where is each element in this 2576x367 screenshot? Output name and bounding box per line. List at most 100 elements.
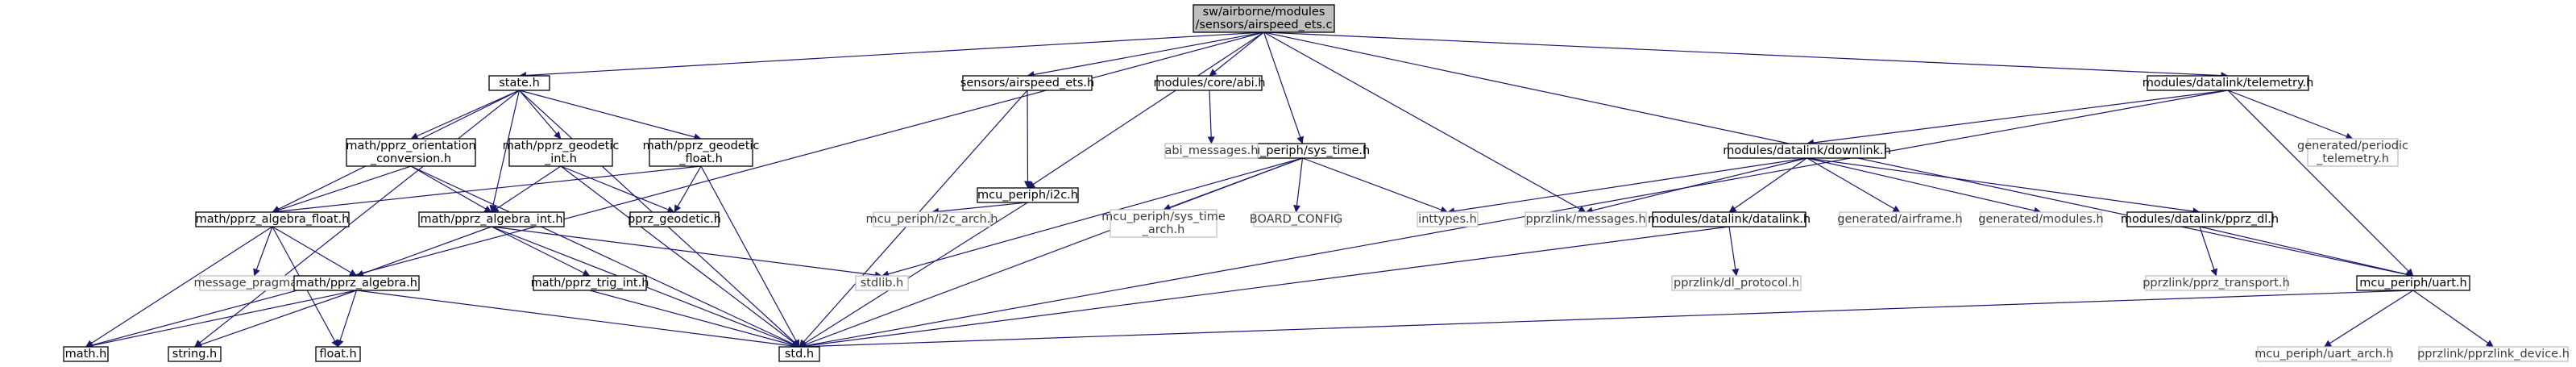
node-box (418, 211, 565, 227)
edge-modules-datalink-datalink-h-to-std-h (799, 226, 1730, 350)
node-label: float.h (319, 348, 356, 361)
node-label: math/pprz_orientation (346, 140, 475, 152)
node-std-h[interactable]: std.h (778, 346, 820, 362)
node-box (1671, 275, 1802, 291)
node-box (1980, 211, 2102, 227)
node-mcu-periph-sys-time-arch-h: mcu_periph/sys_time_arch.h (1101, 209, 1226, 238)
edge-math-pprz-algebra-h-to-float-h (336, 290, 358, 348)
node-modules-datalink-downlink-h[interactable]: modules/datalink/downlink.h (1723, 143, 1891, 159)
node-label: math/pprz_algebra.h (296, 277, 417, 290)
node-pprzlink-pprzlink-device-h: pprzlink/pprzlink_device.h (2417, 346, 2570, 362)
node-label: sensors/airspeed_ets.h (960, 77, 1094, 90)
edge-modules-datalink-datalink-h-to-pprzlink-dl-protocol-h (1728, 226, 1740, 277)
edge-state-h-to-math-pprz-orientation-conversion-h (410, 90, 520, 140)
edge-modules-datalink-telemetry-h-to-std-h (799, 90, 2229, 349)
node-box (168, 346, 222, 362)
node-math-pprz-trig-int-h[interactable]: math/pprz_trig_int.h (531, 275, 649, 291)
node-board-config: BOARD_CONFIG (1250, 211, 1343, 227)
edge-math-pprz-algebra-int-h-to-stdlib-h (491, 226, 882, 279)
node-label: pprzlink/pprz_transport.h (2143, 277, 2290, 290)
node-box (488, 75, 550, 91)
node-label: modules/datalink/telemetry.h (2143, 77, 2314, 90)
edge-math-pprz-geodetic-int-h-to-pprz-geodetic-h (560, 165, 675, 213)
node-label: /sensors/airspeed_ets.c (1195, 19, 1332, 31)
node-modules-datalink-telemetry-h[interactable]: modules/datalink/telemetry.h (2143, 75, 2314, 91)
node-label: stdlib.h (861, 277, 904, 290)
node-label: math.h (65, 348, 107, 361)
node-box (962, 75, 1093, 91)
node-modules-datalink-datalink-h[interactable]: modules/datalink/datalink.h (1648, 211, 1811, 227)
node-label: modules/core/abi.h (1154, 77, 1266, 90)
node-math-pprz-geodetic-int-h[interactable]: math/pprz_geodetic_int.h (503, 138, 620, 167)
node-mcu-periph-i2c-arch-h: mcu_periph/i2c_arch.h (866, 211, 998, 227)
node-box (2356, 275, 2470, 291)
node-label: mcu_periph/uart_arch.h (2255, 348, 2393, 361)
edge-state-h-to-math-pprz-geodetic-float-h (519, 90, 702, 141)
node-box (2147, 75, 2309, 91)
edge-root-to-modules-core-abi-h (1209, 31, 1264, 77)
edge-mcu-periph-sys-time-h-to-board-config (1293, 157, 1304, 213)
node-box (2126, 211, 2273, 227)
node-label: state.h (499, 77, 540, 90)
node-modules-datalink-pprz-dl-h[interactable]: modules/datalink/pprz_dl.h (2121, 211, 2279, 227)
node-mcu-periph-uart-h[interactable]: mcu_periph/uart.h (2356, 275, 2470, 291)
node-abi-messages-h: abi_messages.h (1164, 143, 1259, 159)
node-math-pprz-algebra-float-h[interactable]: math/pprz_algebra_float.h (195, 211, 350, 227)
node-label: BOARD_CONFIG (1250, 213, 1343, 226)
node-label: _int.h (544, 152, 577, 165)
node-box (1417, 211, 1479, 227)
edge-mcu-periph-sys-time-h-to-inttypes-h (1302, 157, 1448, 214)
node-math-h[interactable]: math.h (63, 346, 109, 362)
edge-math-pprz-geodetic-float-h-to-math-pprz-algebra-float-h (272, 165, 702, 215)
edge-mcu-periph-uart-h-to-std-h (799, 290, 2414, 351)
edge-mcu-periph-sys-time-h-to-stdlib-h (881, 157, 1303, 278)
edge-math-pprz-geodetic-int-h-to-std-h (560, 165, 800, 348)
node-label: math/pprz_algebra_int.h (420, 213, 562, 226)
node-box (346, 138, 476, 167)
edge-modules-datalink-downlink-h-to-generated-airframe-h (1807, 157, 1901, 213)
node-message-pragmas-h: message_pragmas.h (193, 275, 315, 291)
node-box (1253, 211, 1339, 227)
node-box (533, 275, 647, 291)
node-mcu-periph-i2c-h[interactable]: mcu_periph/i2c.h (977, 187, 1079, 203)
node-float-h[interactable]: float.h (315, 346, 361, 362)
node-pprz-geodetic-h[interactable]: pprz_geodetic.h (628, 211, 721, 227)
edge-mcu-periph-uart-h-to-mcu-periph-uart-arch-h (2324, 290, 2414, 348)
edge-modules-core-abi-h-to-abi-messages-h (1207, 90, 1215, 144)
node-math-pprz-geodetic-float-h[interactable]: math/pprz_geodetic_float.h (643, 138, 760, 167)
node-string-h[interactable]: string.h (168, 346, 222, 362)
node-modules-core-abi-h[interactable]: modules/core/abi.h (1154, 75, 1266, 91)
node-sensors-airspeed-ets-h[interactable]: sensors/airspeed_ets.h (960, 75, 1094, 91)
node-pprzlink-pprz-transport-h: pprzlink/pprz_transport.h (2143, 275, 2290, 291)
node-label: _conversion.h (370, 152, 451, 165)
edge-math-pprz-algebra-h-to-math-h (85, 290, 357, 349)
node-label: inttypes.h (1418, 213, 1477, 226)
node-label: pprzlink/dl_protocol.h (1674, 277, 1799, 290)
node-math-pprz-orientation-conversion-h[interactable]: math/pprz_orientation_conversion.h (346, 138, 476, 167)
node-mcu-periph-uart-arch-h: mcu_periph/uart_arch.h (2255, 346, 2394, 362)
node-label: _telemetry.h (2316, 152, 2389, 165)
node-label: message_pragmas.h (193, 277, 314, 290)
node-box (1839, 211, 1961, 227)
node-label: generated/airframe.h (1837, 213, 1962, 226)
node-math-pprz-algebra-int-h[interactable]: math/pprz_algebra_int.h (418, 211, 565, 227)
node-box (2418, 346, 2569, 362)
node-box (778, 346, 820, 362)
edge-root-to-state-h (519, 31, 1264, 79)
node-label: math/pprz_trig_int.h (531, 277, 649, 290)
node-label: mcu_periph/i2c.h (977, 189, 1078, 202)
edge-math-pprz-orientation-conversion-h-to-std-h (410, 165, 800, 348)
node-mcu-periph-sys-time-h[interactable]: mcu_periph/sys_time.h (1235, 143, 1370, 159)
node-root[interactable]: sw/airborne/modules/sensors/airspeed_ets… (1193, 4, 1335, 33)
node-math-pprz-algebra-h[interactable]: math/pprz_algebra.h (293, 275, 420, 291)
node-box (1193, 4, 1335, 33)
node-label: _float.h (678, 152, 723, 165)
edge-sensors-airspeed-ets-h-to-mcu-periph-i2c-h (1023, 90, 1031, 189)
edge-modules-datalink-downlink-h-to-modules-datalink-pprz-dl-h (1807, 157, 2201, 215)
node-state-h[interactable]: state.h (488, 75, 550, 91)
node-generated-modules-h: generated/modules.h (1978, 211, 2104, 227)
node-label: pprzlink/pprzlink_device.h (2417, 348, 2570, 361)
edge-math-pprz-algebra-int-h-to-math-pprz-algebra-h (356, 226, 492, 277)
edge-math-pprz-orientation-conversion-h-to-math-pprz-algebra-int-h (410, 165, 492, 213)
